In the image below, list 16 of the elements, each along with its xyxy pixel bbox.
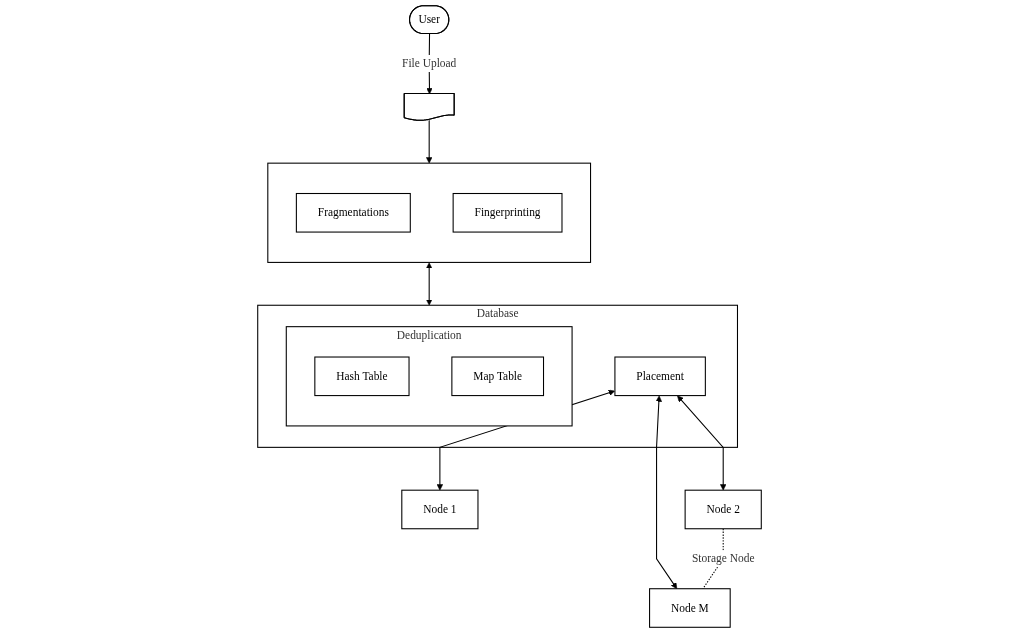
connector: [702, 528, 724, 590]
edge-label: File Upload: [402, 57, 457, 70]
cluster: [267, 162, 592, 263]
node-box: Fragmentations: [295, 192, 411, 233]
node-box: Map Table: [451, 356, 545, 397]
node-box: Node 2: [684, 489, 762, 530]
arrow: [426, 119, 433, 164]
node-box: Fingerprinting: [452, 192, 563, 233]
edge-label: Storage Node: [691, 552, 755, 565]
node-box: Placement: [614, 356, 706, 397]
arrow: [677, 395, 727, 491]
node-box: Hash Table: [314, 356, 410, 397]
arrow: [655, 395, 678, 589]
node-box: Node M: [649, 588, 731, 628]
arrow: [426, 262, 433, 306]
node-box: Node 1: [401, 489, 479, 530]
